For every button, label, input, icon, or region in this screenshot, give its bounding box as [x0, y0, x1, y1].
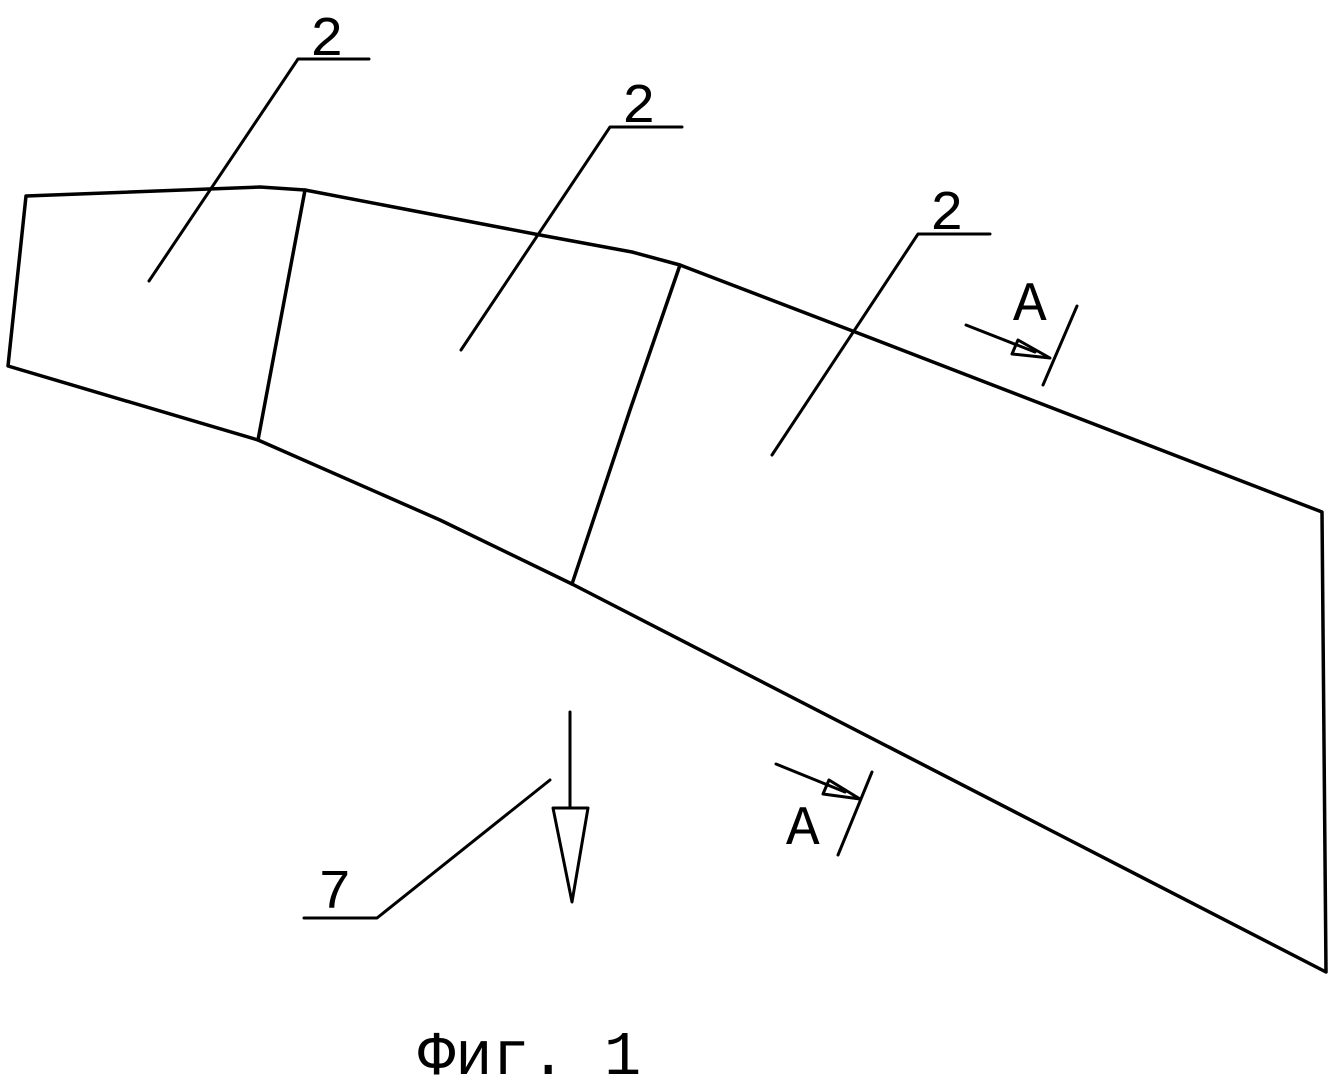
flow-arrowhead — [551, 806, 590, 904]
blade-outline — [6, 185, 1328, 974]
section-a-upper-arrowhead — [1010, 338, 1052, 360]
label-part-7: 7 — [318, 861, 352, 925]
section-a-lower-arrow-shaft — [774, 762, 847, 794]
label-part-2-middle: 2 — [622, 75, 656, 139]
leader-part-2-left — [147, 57, 371, 283]
leader-part-7 — [302, 778, 552, 920]
section-a-lower-line — [836, 770, 874, 857]
section-a-lower-arrowhead — [821, 778, 862, 801]
label-part-2-right: 2 — [930, 182, 964, 246]
label-section-a-upper: A — [1013, 273, 1047, 337]
label-part-2-left: 2 — [310, 8, 344, 72]
section-a-upper-line — [1041, 304, 1079, 387]
leader-part-2-middle — [459, 125, 684, 352]
leader-part-2-right — [770, 232, 992, 457]
section-a-upper-arrow-shaft — [964, 323, 1037, 354]
label-section-a-lower: A — [786, 797, 820, 861]
segment-divider-2 — [570, 263, 682, 586]
segment-divider-1 — [256, 188, 307, 442]
figure-caption: Фиг. 1 — [418, 1022, 641, 1083]
